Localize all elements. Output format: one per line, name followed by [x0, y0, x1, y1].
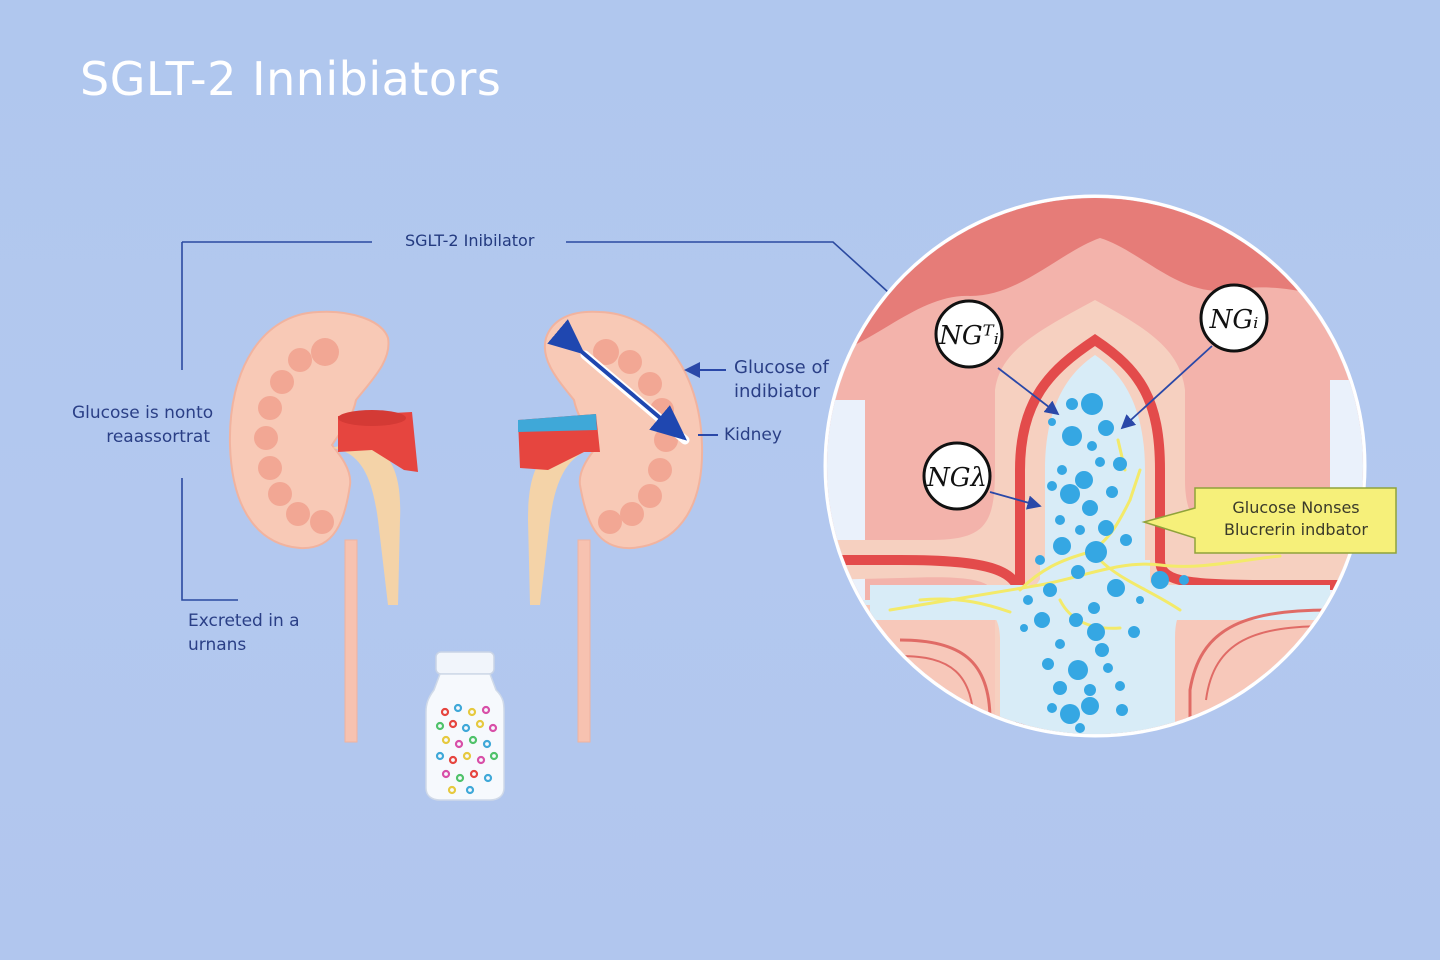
glucose-of-label: Glucose of indibiator [734, 357, 829, 402]
transporter-circle-1: NGᵀᵢ [934, 299, 1004, 369]
magnifier-circle: NGᵀᵢ NGᵢ NGλ [823, 194, 1367, 738]
kidney-label: Kidney [724, 425, 782, 445]
transporter-circle-3: NGλ [922, 441, 992, 511]
transporter-circle-2: NGᵢ [1199, 283, 1269, 353]
zoom-callout-label: Glucose Nonses Blucrerin indbator [1223, 498, 1369, 539]
zoom-callout-box [1141, 487, 1397, 554]
top-callout-label: SGLT-2 Inibilator [405, 231, 535, 250]
pointer-arrows [684, 362, 726, 436]
kidney-right [518, 310, 704, 743]
diagram-title: SGLT-2 Innibiators [80, 52, 502, 106]
kidney-left [228, 310, 418, 743]
transporter-label-3: NGλ [926, 463, 987, 493]
transporter-label-2: NGᵢ [1209, 305, 1259, 335]
medicine-bottle [425, 651, 505, 801]
transporter-label-1: NGᵀᵢ [938, 321, 999, 351]
excreted-label: Excreted in a urnans [188, 611, 300, 655]
callout-bracket-lines [181, 241, 889, 601]
left-callout-label: Glucose is nonto reaassortrat [72, 403, 214, 447]
